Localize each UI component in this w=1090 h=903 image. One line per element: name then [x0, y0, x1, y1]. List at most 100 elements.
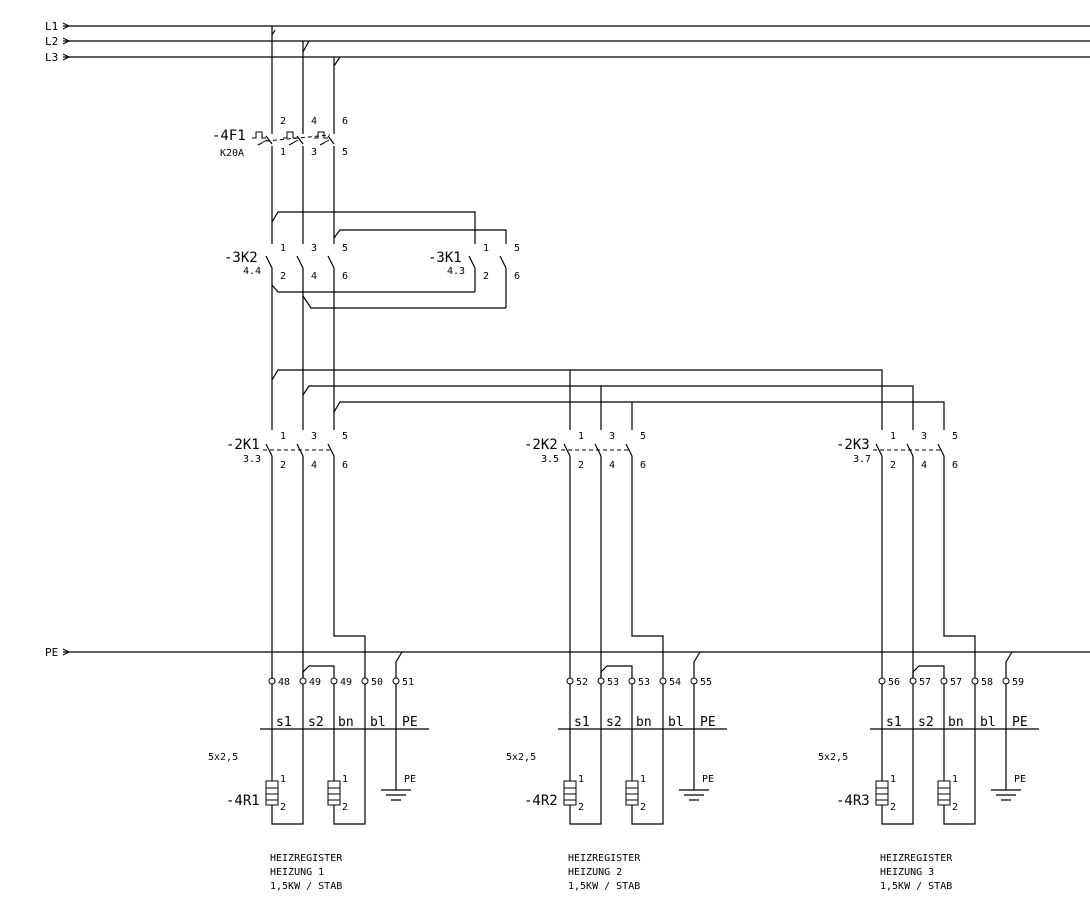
contact-pin-top: 1 [280, 431, 286, 442]
distribution [271, 369, 945, 430]
terminal-point [878, 677, 886, 685]
pe-drop [1005, 651, 1013, 678]
heater-loop-2 [631, 684, 664, 825]
breaker-pin-top: 4 [311, 116, 317, 127]
reversing-contactors: -3K2 4.4 1 3 5 2 4 6 -3K1 4.3 1 5 2 6 [224, 200, 520, 380]
heater-pin: 1 [280, 774, 286, 785]
contactor-3k1-pin: 6 [514, 271, 520, 282]
contactor-3k2-pin: 1 [280, 243, 286, 254]
bus-label-pe: PE [45, 646, 58, 659]
contact-pin-top: 5 [952, 431, 958, 442]
bridge-wire [302, 665, 335, 678]
heater-pin: 2 [640, 802, 646, 813]
contactor-3k2-pin: 3 [311, 243, 317, 254]
contactor-3k2-pin: 2 [280, 271, 286, 282]
heater-tag: -4R3 [836, 793, 870, 809]
branch-caption-line: 1,5KW / STAB [568, 881, 640, 892]
terminal-point [628, 677, 636, 685]
terminal-point [690, 677, 698, 685]
contactor-tag: -2K1 [226, 437, 260, 453]
heater-tag: -4R2 [524, 793, 558, 809]
terminal-number: 55 [700, 677, 712, 688]
cable-spec: 5x2,5 [506, 752, 536, 763]
heater-coil-lines [564, 787, 576, 801]
ground-label: PE [404, 774, 416, 785]
terminal-number: 56 [888, 677, 900, 688]
contact-pin-bottom: 6 [952, 460, 958, 471]
cable-core-label: bl [668, 715, 684, 730]
contactor-tag: -2K3 [836, 437, 870, 453]
contactor-ref: 3.7 [853, 454, 871, 465]
cable-core-label: bn [338, 715, 354, 730]
cable-core-label: bn [948, 715, 964, 730]
breaker-pin-bottom: 1 [280, 147, 286, 158]
terminal-point [597, 677, 605, 685]
cable-core-label: s1 [574, 715, 590, 730]
heater-pin: 2 [342, 802, 348, 813]
terminal-number: 50 [371, 677, 383, 688]
contact-pin-bottom: 6 [640, 460, 646, 471]
contact-pin-top: 3 [921, 431, 927, 442]
contactor-3k2-ref: 4.4 [243, 266, 261, 277]
bridge-wire [912, 665, 945, 678]
terminal-number: 51 [402, 677, 414, 688]
heater-element [625, 780, 639, 806]
heater-loop-1 [881, 684, 914, 825]
terminal-number: 49 [340, 677, 352, 688]
terminal-number: 57 [919, 677, 931, 688]
contactor-tag: -2K2 [524, 437, 558, 453]
contactor-3k1-ref: 4.3 [447, 266, 465, 277]
contactor-3k2-pin: 5 [342, 243, 348, 254]
breaker-pin-top: 2 [280, 116, 286, 127]
contact-pin-bottom: 2 [890, 460, 896, 471]
terminal-point [1002, 677, 1010, 685]
bus-label-l2: L2 [45, 35, 58, 48]
contactor-ref: 3.3 [243, 454, 261, 465]
ground-label: PE [1014, 774, 1026, 785]
terminal-point [392, 677, 400, 685]
cable-core-label: bl [370, 715, 386, 730]
branch-wires [881, 456, 976, 678]
terminal-number: 52 [576, 677, 588, 688]
branch-caption-line: HEIZUNG 3 [880, 867, 934, 878]
cable-core-label: s2 [606, 715, 622, 730]
contact-pin-top: 3 [311, 431, 317, 442]
cable-core-label: bl [980, 715, 996, 730]
heater-pin: 1 [342, 774, 348, 785]
contact-pin-bottom: 2 [280, 460, 286, 471]
heater-loop-2 [943, 684, 976, 825]
contactor-3k1-pin: 5 [514, 243, 520, 254]
heater-loop-1 [271, 684, 304, 825]
terminal-number: 54 [669, 677, 681, 688]
heater-pin: 2 [890, 802, 896, 813]
terminal-point [971, 677, 979, 685]
breaker-rating: K20A [220, 148, 244, 159]
heater-element [875, 780, 889, 806]
contact-pin-top: 1 [578, 431, 584, 442]
heater-pin: 1 [640, 774, 646, 785]
bus-label-l1: L1 [45, 20, 58, 33]
contact-pin-bottom: 6 [342, 460, 348, 471]
supply-drops [271, 26, 341, 130]
cable-core-label: s1 [886, 715, 902, 730]
heater-pin: 2 [952, 802, 958, 813]
terminal-point [330, 677, 338, 685]
branch-caption-line: 1,5KW / STAB [270, 881, 342, 892]
contactor-3k2-pin: 4 [311, 271, 317, 282]
ground-icon [679, 789, 709, 801]
contact-pin-top: 1 [890, 431, 896, 442]
heater-coil-lines [626, 787, 638, 801]
branch-caption-line: HEIZUNG 1 [270, 867, 324, 878]
cable-core-label: PE [1012, 715, 1028, 730]
contact-pin-top: 5 [342, 431, 348, 442]
bus-label-l3: L3 [45, 51, 58, 64]
heater-element [563, 780, 577, 806]
heater-coil-lines [266, 787, 278, 801]
terminal-number: 53 [638, 677, 650, 688]
breaker-4f1: -4F1 K20A 2 4 6 1 3 5 [212, 116, 348, 200]
cable-core-label: s2 [918, 715, 934, 730]
cable-spec: 5x2,5 [818, 752, 848, 763]
